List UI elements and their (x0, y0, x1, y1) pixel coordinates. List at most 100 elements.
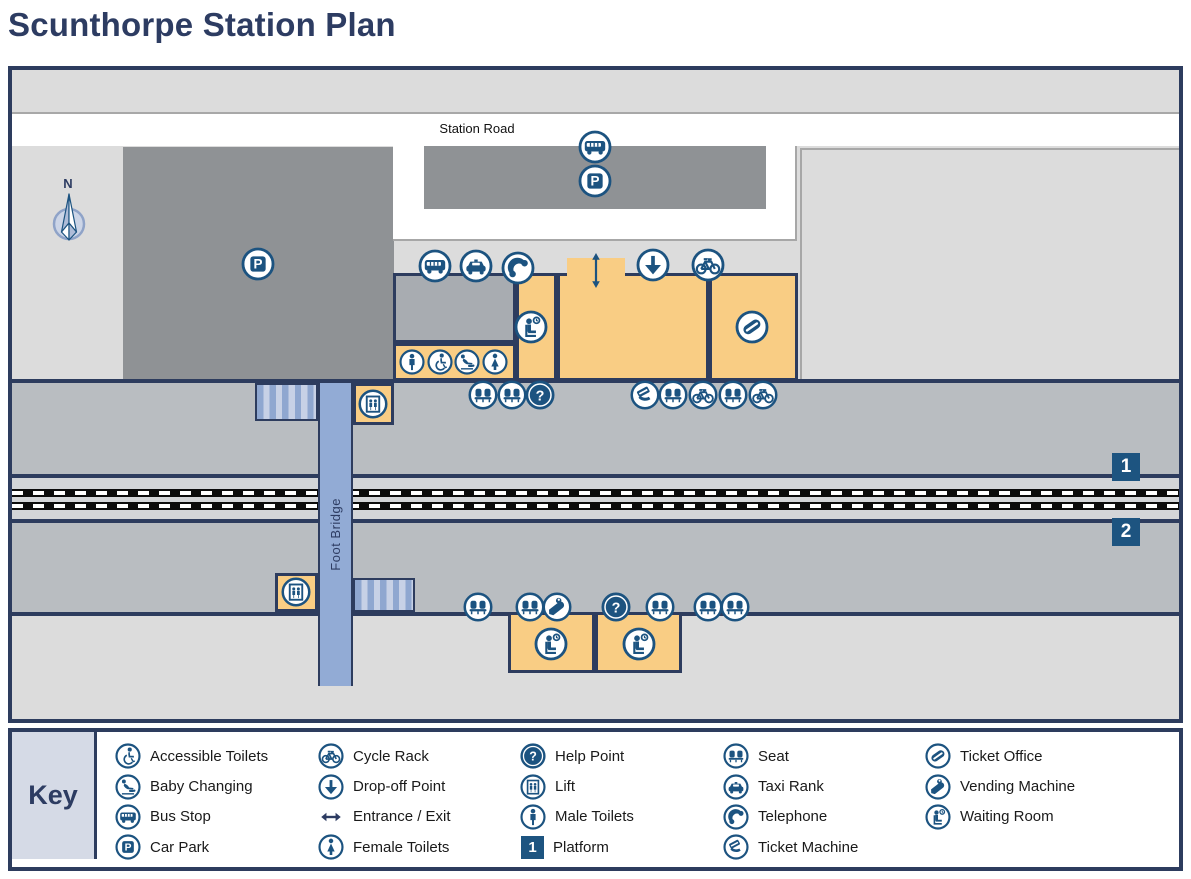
key-title-box: Key (12, 732, 97, 859)
key-label: Drop-off Point (353, 778, 446, 796)
seat-icon (497, 380, 527, 410)
cycle-rack-icon (748, 380, 778, 410)
key-label: Bus Stop (150, 808, 211, 826)
key-panel: Key Accessible Toilets Baby Changing Bus… (8, 728, 1183, 871)
ticket-machine-icon (630, 380, 660, 410)
key-label: Waiting Room (960, 808, 1054, 826)
seat-icon (718, 380, 748, 410)
key-label: Lift (555, 778, 576, 796)
cycle-rack-icon (318, 743, 344, 769)
key-item: Lift (520, 771, 634, 801)
road-edge-line (12, 112, 1179, 114)
male-toilets-icon (520, 804, 546, 830)
key-item: Entrance / Exit (318, 802, 451, 832)
help-point-icon (520, 743, 546, 769)
vending-machine-icon (925, 774, 951, 800)
platform-2-badge: 2 (1112, 518, 1140, 546)
waiting-room-icon (925, 804, 951, 830)
car-park-icon (578, 164, 612, 198)
key-item: Waiting Room (925, 802, 1075, 832)
station-building-room (393, 273, 516, 343)
seat-icon (693, 592, 723, 622)
telephone-icon (723, 804, 749, 830)
key-label: Vending Machine (960, 778, 1076, 796)
seat-icon (658, 380, 688, 410)
station-map: Station Road N 1 2 Foot Bridge (8, 66, 1183, 723)
key-item: Female Toilets (318, 832, 451, 862)
help-point-icon (525, 380, 555, 410)
concourse-block (557, 273, 709, 381)
car-park-icon (115, 834, 141, 860)
key-column-4: Seat Taxi Rank Telephone Ticket Machine (723, 741, 858, 863)
telephone-icon (501, 251, 535, 285)
key-label: Ticket Machine (758, 838, 859, 856)
platform-2-edge-line (12, 519, 1179, 523)
cycle-rack-icon (691, 248, 725, 282)
female-toilets-icon (482, 349, 508, 375)
drop-off-point-icon (636, 248, 670, 282)
key-item: Male Toilets (520, 802, 634, 832)
key-label: Baby Changing (150, 778, 253, 796)
key-label: Taxi Rank (758, 778, 824, 796)
stairs-down-platform-2 (353, 578, 415, 612)
key-item: Help Point (520, 741, 634, 771)
key-label: Entrance / Exit (353, 808, 451, 826)
key-column-1: Accessible Toilets Baby Changing Bus Sto… (115, 741, 268, 863)
waiting-room-icon (514, 310, 548, 344)
platform-1-badge: 1 (1112, 453, 1140, 481)
seat-icon (645, 592, 675, 622)
bus-stop-icon (418, 249, 452, 283)
taxi-rank-icon (723, 774, 749, 800)
rail-track-2 (12, 502, 1179, 510)
foot-bridge: Foot Bridge (318, 383, 353, 686)
help-point-icon (601, 592, 631, 622)
seat-icon (468, 380, 498, 410)
key-item: Taxi Rank (723, 771, 858, 801)
taxi-rank-icon (459, 249, 493, 283)
key-label: Seat (758, 747, 789, 765)
page-title: Scunthorpe Station Plan (8, 6, 396, 43)
ticket-machine-icon (723, 834, 749, 860)
key-title: Key (28, 780, 78, 810)
key-item: Bus Stop (115, 802, 268, 832)
cycle-rack-icon (688, 380, 718, 410)
seat-icon (720, 592, 750, 622)
key-column-5: Ticket Office Vending Machine Waiting Ro… (925, 741, 1075, 832)
ticket-office-icon (925, 743, 951, 769)
key-label: Help Point (555, 747, 625, 765)
lift-icon (358, 389, 388, 419)
key-item: Ticket Machine (723, 832, 858, 862)
seat-icon (723, 743, 749, 769)
car-park-icon (241, 247, 275, 281)
compass-icon (46, 192, 92, 246)
stairs-up-platform-1 (255, 383, 318, 421)
entrance-exit-icon (318, 804, 344, 830)
key-label: Platform (553, 838, 609, 856)
lift-icon (520, 774, 546, 800)
waiting-room-icon (622, 627, 656, 661)
key-item: Seat (723, 741, 858, 771)
baby-changing-icon (454, 349, 480, 375)
platform-1-edge-line (12, 474, 1179, 478)
ticket-office-icon (735, 310, 769, 344)
vending-machine-icon (542, 592, 572, 622)
waiting-room-icon (534, 627, 568, 661)
station-yard-area (800, 148, 1179, 379)
lift-icon (281, 577, 311, 607)
key-item: Drop-off Point (318, 771, 451, 801)
key-column-2: Cycle Rack Drop-off Point Entrance / Exi… (318, 741, 451, 863)
platform-2-area (12, 523, 1179, 612)
compass-north-label: N (63, 176, 73, 191)
key-item: Accessible Toilets (115, 741, 268, 771)
key-item: Car Park (115, 832, 268, 862)
key-label: Male Toilets (555, 808, 634, 826)
accessible-toilets-icon (115, 743, 141, 769)
entrance-exit-icon (590, 252, 602, 289)
platform-boundary-line (12, 379, 1179, 383)
key-item: Cycle Rack (318, 741, 451, 771)
station-road-label: Station Road (439, 121, 515, 136)
bus-stop-icon (115, 804, 141, 830)
